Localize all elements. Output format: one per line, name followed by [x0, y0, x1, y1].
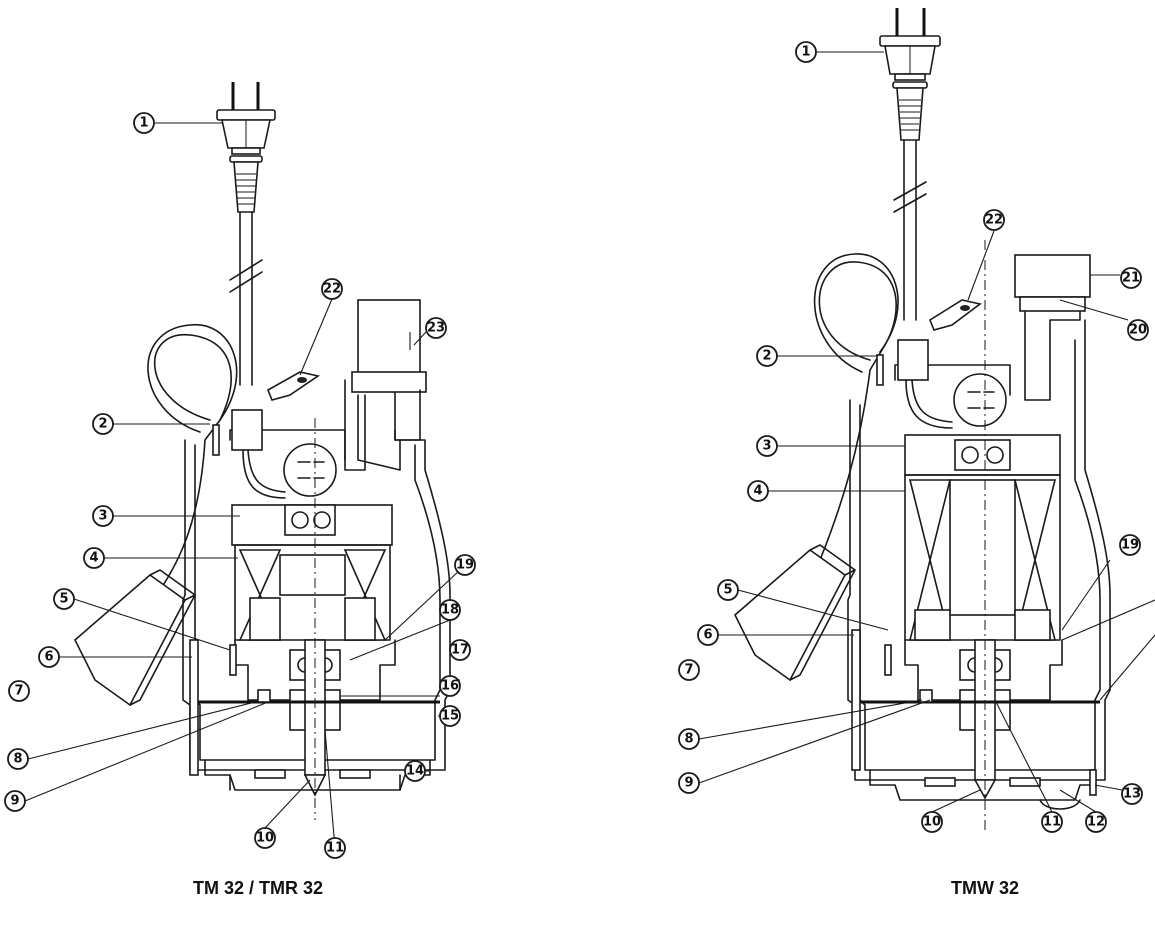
svg-text:14: 14: [406, 764, 424, 779]
svg-text:4: 4: [753, 484, 762, 499]
caption-tmw32: TMW 32: [951, 878, 1019, 898]
callouts-tm32: 1 2 3 4 5 6 7 8 9 10 11 14 15 16 17 18 1…: [4, 112, 476, 859]
svg-text:5: 5: [723, 583, 732, 598]
svg-text:8: 8: [13, 752, 22, 767]
svg-text:20: 20: [1129, 323, 1147, 338]
callout-11-left: 11: [324, 837, 346, 859]
discharge-connector-icon: [1014, 254, 1091, 401]
callout-15-left: 15: [439, 705, 461, 727]
callout-18-left: 18: [439, 599, 461, 621]
callout-9-left: 9: [4, 790, 26, 812]
callout-21-right: 21: [1120, 267, 1142, 289]
callout-14-left: 14: [404, 760, 426, 782]
svg-text:9: 9: [684, 776, 693, 791]
svg-text:7: 7: [684, 663, 693, 678]
callout-8-right: 8: [678, 728, 700, 750]
callout-3-left: 3: [92, 505, 114, 527]
callout-6-right: 6: [697, 624, 719, 646]
svg-text:15: 15: [441, 709, 459, 724]
svg-text:4: 4: [89, 551, 98, 566]
callout-2-right: 2: [756, 345, 778, 367]
caption-tm32: TM 32 / TMR 32: [193, 878, 323, 898]
svg-text:12: 12: [1087, 815, 1105, 830]
callout-1-right: 1: [795, 41, 817, 63]
plug-icon: [879, 8, 941, 141]
callout-19-right: 19: [1119, 534, 1141, 556]
svg-text:11: 11: [326, 841, 344, 856]
callout-12-right: 12: [1085, 811, 1107, 833]
callout-7-left: 7: [8, 680, 30, 702]
svg-text:8: 8: [684, 732, 693, 747]
callout-20-right: 20: [1127, 319, 1149, 341]
svg-text:9: 9: [10, 794, 19, 809]
callout-4-left: 4: [83, 547, 105, 569]
callout-13-right: 13: [1121, 783, 1143, 805]
svg-text:5: 5: [59, 592, 68, 607]
svg-text:13: 13: [1123, 787, 1141, 802]
callout-7-right: 7: [678, 659, 700, 681]
callout-10-left: 10: [254, 827, 276, 849]
float-switch-icon: [734, 544, 856, 682]
svg-text:21: 21: [1122, 271, 1140, 286]
svg-text:18: 18: [441, 603, 459, 618]
callout-6-left: 6: [38, 646, 60, 668]
svg-text:22: 22: [985, 213, 1003, 228]
callout-1-left: 1: [133, 112, 155, 134]
svg-text:2: 2: [762, 349, 771, 364]
pump-tm32-drawing: [74, 82, 451, 820]
svg-text:22: 22: [323, 282, 341, 297]
svg-text:1: 1: [801, 45, 810, 60]
svg-text:7: 7: [14, 684, 23, 699]
svg-text:23: 23: [427, 321, 445, 336]
callout-8-left: 8: [7, 748, 29, 770]
svg-text:6: 6: [703, 628, 712, 643]
svg-text:6: 6: [44, 650, 53, 665]
pump-tmw32-drawing: [734, 8, 1111, 830]
callout-9-right: 9: [678, 772, 700, 794]
callout-11-right: 11: [1041, 811, 1063, 833]
callout-5-right: 5: [717, 579, 739, 601]
svg-text:16: 16: [441, 679, 459, 694]
callout-2-left: 2: [92, 413, 114, 435]
svg-text:17: 17: [451, 643, 469, 658]
callout-17-left: 17: [449, 639, 471, 661]
svg-text:3: 3: [762, 439, 771, 454]
callout-23-left: 23: [425, 317, 447, 339]
discharge-pipe-icon: [344, 299, 427, 471]
svg-text:10: 10: [256, 831, 274, 846]
callout-22-right: 22: [983, 209, 1005, 231]
svg-text:3: 3: [98, 509, 107, 524]
callout-3-right: 3: [756, 435, 778, 457]
float-switch-icon: [74, 569, 196, 707]
callouts-tmw32: 1 2 3 4 5 6 7 8 9 10 11 12 13 19 20 21 2…: [678, 41, 1149, 833]
plug-icon: [216, 82, 276, 213]
svg-text:10: 10: [923, 815, 941, 830]
svg-text:1: 1: [139, 116, 148, 131]
callout-19-left: 19: [454, 554, 476, 576]
callout-5-left: 5: [53, 588, 75, 610]
svg-text:19: 19: [1121, 538, 1139, 553]
callout-10-right: 10: [921, 811, 943, 833]
callout-16-left: 16: [439, 675, 461, 697]
svg-text:19: 19: [456, 558, 474, 573]
callout-22-left: 22: [321, 278, 343, 300]
svg-text:2: 2: [98, 417, 107, 432]
callout-4-right: 4: [747, 480, 769, 502]
svg-text:11: 11: [1043, 815, 1061, 830]
